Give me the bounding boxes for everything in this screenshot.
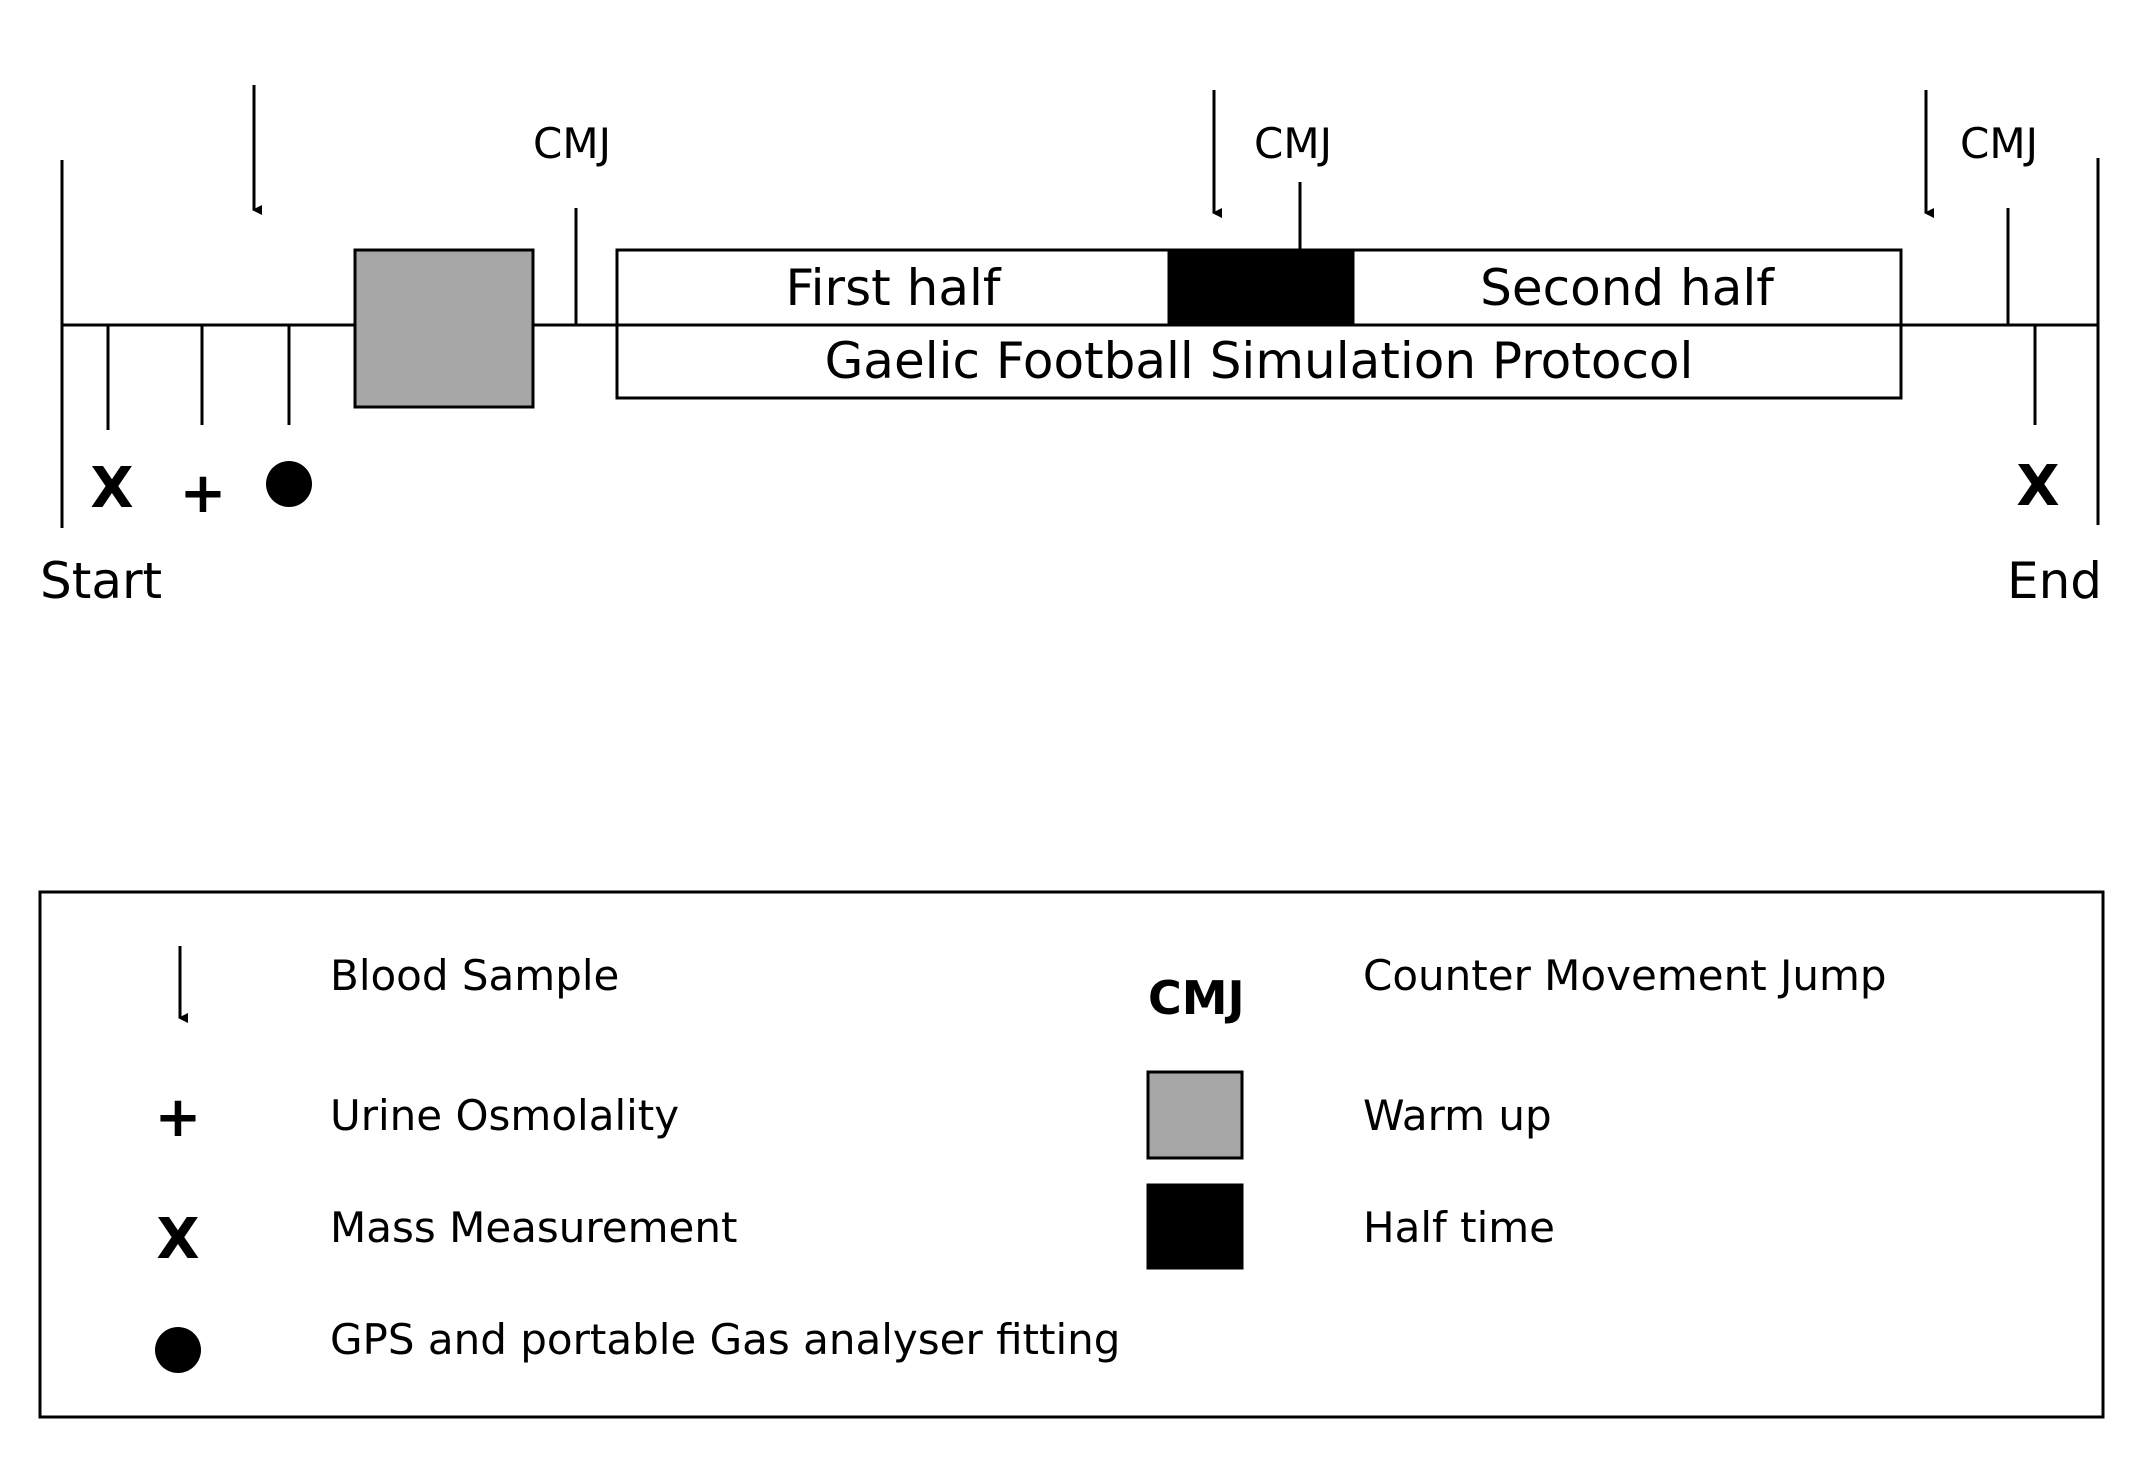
legend-box — [38, 890, 2105, 1419]
cmj-label-2: CMJ — [1254, 119, 1332, 168]
gps-dot — [266, 461, 312, 507]
mass-symbol: X — [90, 456, 133, 521]
legend: Blood Sample + Urine Osmolality X Mass M… — [155, 946, 1887, 1373]
end-mass-symbol: X — [2016, 454, 2059, 519]
warm-up-box — [353, 248, 535, 409]
start-label: Start — [40, 552, 162, 610]
legend-label-gps: GPS and portable Gas analyser fitting — [330, 1315, 1120, 1364]
grey-square-icon — [1146, 1070, 1244, 1160]
legend-label-blood-sample: Blood Sample — [330, 951, 619, 1000]
legend-label-urine: Urine Osmolality — [330, 1091, 679, 1140]
half-time-box — [1167, 248, 1355, 327]
black-square-icon — [1146, 1183, 1244, 1270]
x-icon: X — [156, 1207, 199, 1272]
end-label: End — [2007, 552, 2102, 610]
protocol-box — [615, 323, 1903, 400]
legend-label-warm-up: Warm up — [1363, 1091, 1552, 1140]
urine-symbol: + — [180, 461, 227, 526]
legend-label-cmj: Counter Movement Jump — [1363, 951, 1887, 1000]
cmj-label-1: CMJ — [533, 119, 611, 168]
legend-label-half-time: Half time — [1363, 1203, 1555, 1252]
cmj-icon: CMJ — [1148, 971, 1245, 1025]
second-half-label: Second half — [1480, 259, 1775, 317]
cmj-label-3: CMJ — [1960, 119, 2038, 168]
legend-label-mass: Mass Measurement — [330, 1203, 737, 1252]
protocol-label: Gaelic Football Simulation Protocol — [825, 332, 1694, 390]
dot-icon — [155, 1327, 201, 1373]
first-half-label: First half — [786, 259, 1002, 317]
plus-icon: + — [155, 1085, 202, 1150]
